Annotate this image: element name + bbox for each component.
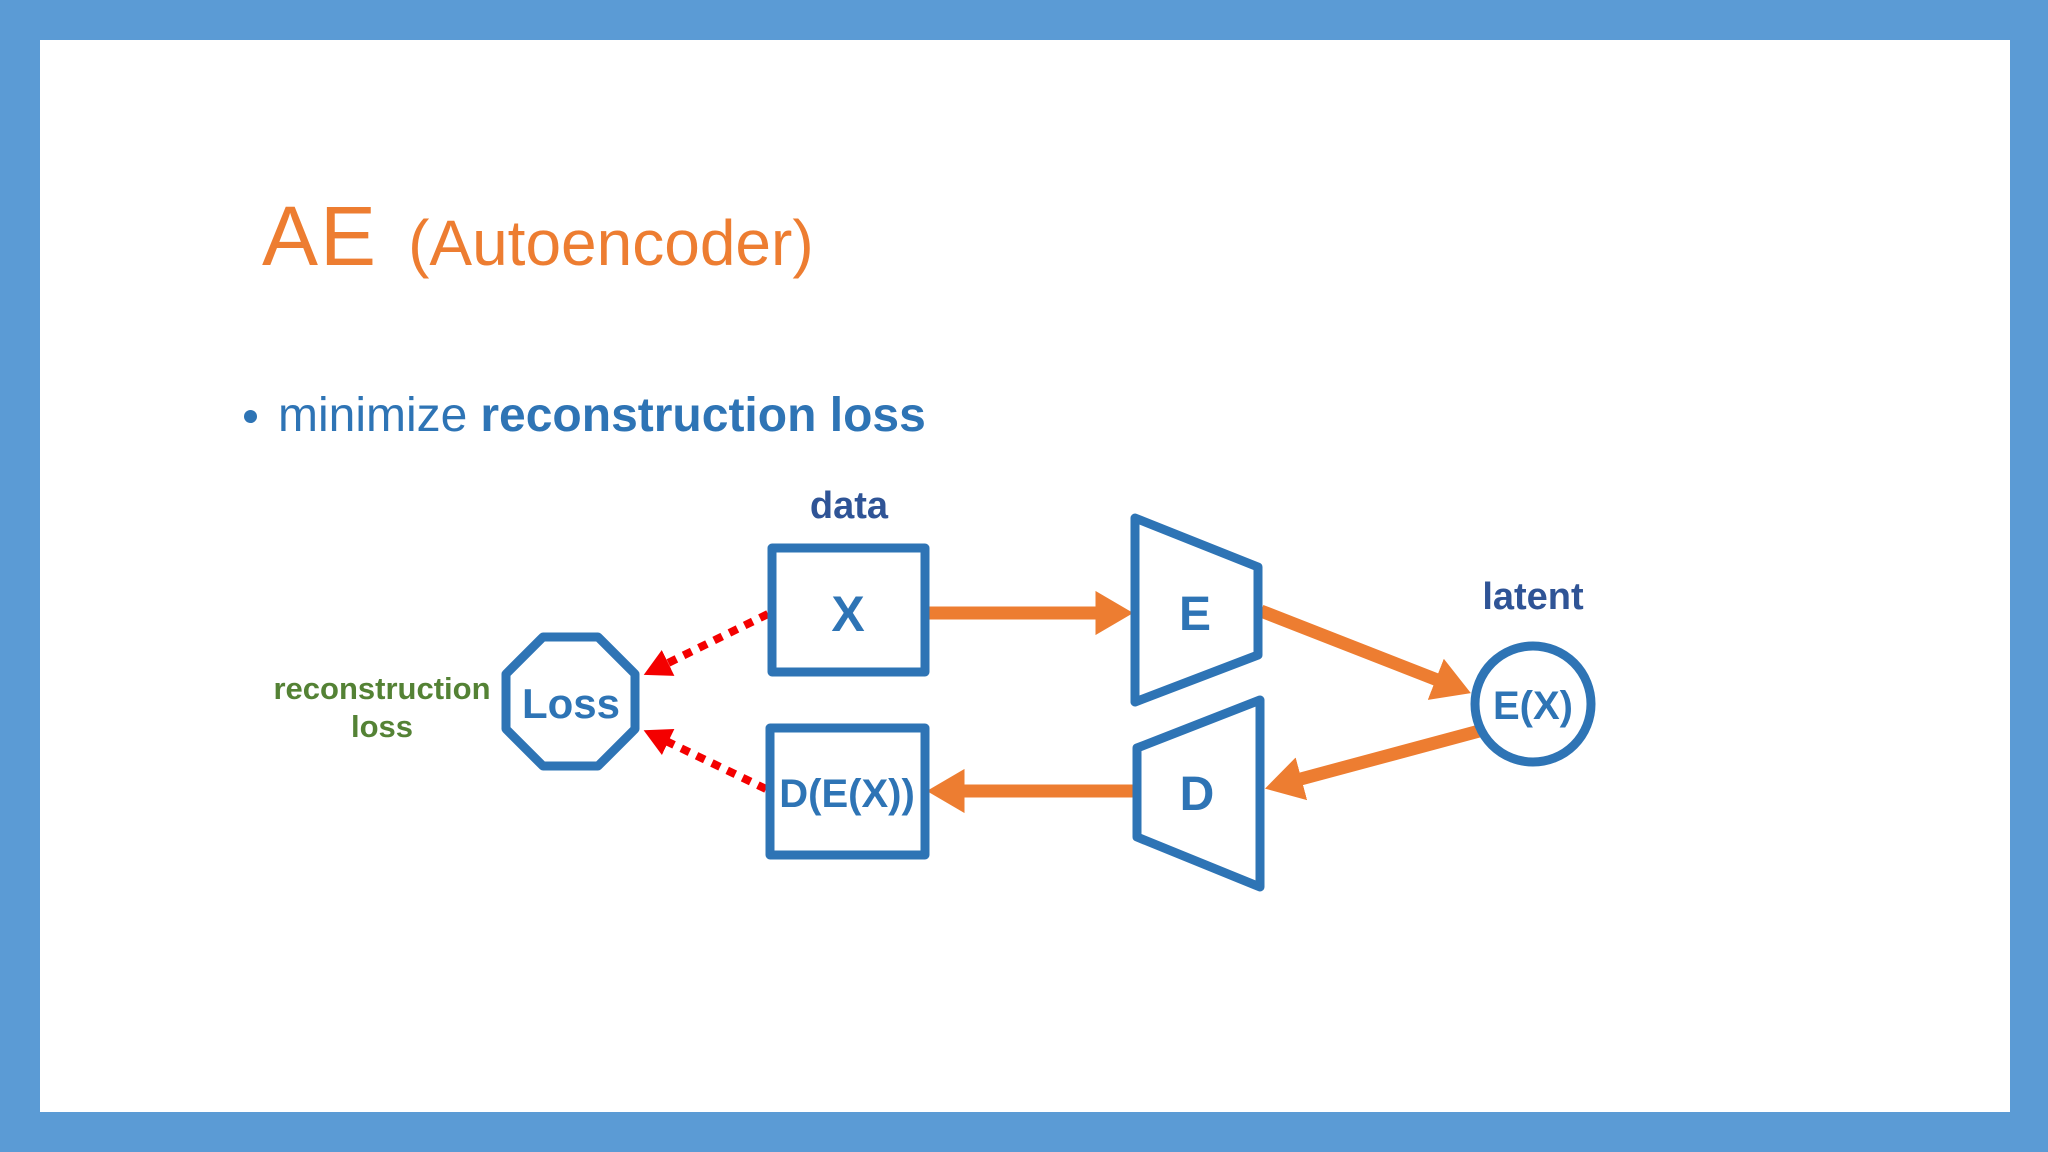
bullet-text-bold: reconstruction loss	[480, 389, 926, 442]
x-box-label: X	[831, 586, 864, 642]
output-box	[765, 723, 930, 860]
title-main: AE	[262, 189, 379, 283]
latent-circle	[1470, 641, 1596, 767]
x-box	[767, 543, 930, 677]
loss-label: Loss	[522, 680, 620, 727]
bullet-text-regular: minimize	[278, 389, 468, 442]
bullet-dot-icon	[244, 409, 257, 423]
output-box-label: D(E(X))	[779, 772, 915, 816]
loss-arrow-from-output	[643, 729, 768, 793]
slide-canvas: AE (Autoencoder) minimize reconstruction …	[40, 40, 2010, 1112]
arrow-latent-to-decoder	[1264, 723, 1485, 801]
data-caption: data	[810, 485, 889, 527]
encoder-trapezoid	[1130, 513, 1263, 707]
title-suffix: (Autoencoder)	[408, 207, 814, 279]
arrow-encoder-to-latent	[1258, 604, 1471, 700]
latent-caption: latent	[1482, 576, 1584, 618]
bullet-line: minimize reconstruction loss	[244, 389, 926, 443]
decoder-label: D	[1180, 768, 1215, 821]
reconstruction-loss-caption-line2: loss	[351, 709, 413, 744]
loss-arrow-from-x	[643, 610, 770, 676]
slide-title: AE (Autoencoder)	[262, 192, 814, 280]
loss-octagon	[501, 632, 640, 771]
encoder-label: E	[1179, 588, 1211, 641]
reconstruction-loss-caption-line1: reconstruction	[273, 671, 490, 706]
decoder-trapezoid	[1132, 695, 1265, 892]
latent-node-label: E(X)	[1493, 684, 1573, 728]
